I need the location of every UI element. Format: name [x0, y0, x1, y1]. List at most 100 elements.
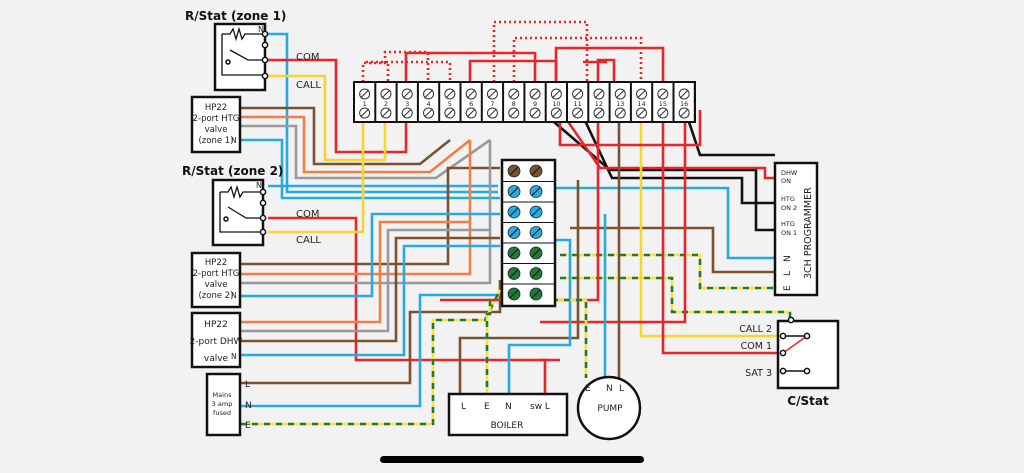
svg-text:N: N — [231, 291, 237, 300]
svg-text:CALL 2: CALL 2 — [739, 324, 772, 335]
rstat-1-n-label: N — [258, 25, 264, 34]
terminal-11: 11 — [568, 83, 588, 121]
screw-icon — [465, 107, 477, 119]
valve-dhw: HP22 2-port DHW valve N — [190, 311, 243, 369]
screw-icon — [508, 107, 520, 119]
terminal-number: 14 — [637, 100, 645, 108]
rstat-1-com-label: COM — [296, 52, 319, 63]
svg-text:HP22: HP22 — [204, 320, 228, 330]
terminal-number: 1 — [363, 100, 367, 108]
valve-zone-2: HP22 2-port HTG valve (zone 2) N — [190, 251, 242, 309]
svg-text:(zone 2): (zone 2) — [198, 291, 233, 301]
home-indicator-bar[interactable] — [380, 456, 644, 463]
terminal-13: 13 — [610, 83, 630, 121]
svg-text:HTG: HTG — [781, 220, 795, 228]
svg-text:N: N — [231, 352, 237, 361]
screw-icon — [465, 88, 477, 100]
switch-icon — [227, 206, 261, 219]
terminal-number: 11 — [574, 100, 582, 108]
junction-block — [500, 158, 557, 308]
terminal-1: 1 — [355, 83, 375, 121]
terminal-number: 2 — [384, 100, 388, 108]
screw-icon — [550, 88, 562, 100]
terminal-number: 8 — [512, 100, 516, 108]
terminal-number: 4 — [426, 100, 430, 108]
svg-text:valve: valve — [205, 280, 228, 290]
svg-text:ON 1: ON 1 — [781, 229, 797, 237]
svg-text:2-port HTG: 2-port HTG — [193, 269, 240, 279]
svg-text:N: N — [231, 136, 237, 145]
screw-icon — [529, 88, 541, 100]
terminal-6: 6 — [461, 83, 481, 121]
rstat-zone-2: R/Stat (zone 2) N COM CALL — [182, 164, 321, 247]
screw-icon — [593, 107, 605, 119]
screw-icon — [657, 88, 669, 100]
pump: E N L PUMP — [576, 375, 642, 441]
rstat-zone-1-title: R/Stat (zone 1) — [185, 9, 286, 23]
terminal-12: 12 — [589, 83, 609, 121]
terminal-number: 5 — [448, 100, 452, 108]
screw-icon — [636, 107, 648, 119]
screw-icon — [380, 88, 392, 100]
svg-text:N: N — [245, 401, 252, 411]
screw-icon — [550, 107, 562, 119]
svg-text:valve: valve — [205, 125, 228, 135]
terminal-7: 7 — [482, 83, 503, 121]
link-1-5 — [366, 60, 452, 82]
cylinder-stat: CALL 2 COM 1 SAT 3 C/Stat — [739, 316, 840, 408]
wires — [240, 20, 792, 426]
screw-icon — [423, 88, 435, 100]
svg-text:N: N — [606, 384, 613, 394]
svg-text:L: L — [461, 402, 466, 412]
svg-text:HP22: HP22 — [205, 258, 227, 268]
screw-icon — [572, 107, 584, 119]
terminal-3: 3 — [397, 83, 417, 121]
screw-icon — [657, 107, 669, 119]
heater-resistor-icon — [220, 184, 261, 200]
rstat-zone-1: R/Stat (zone 1) N COM CALL — [185, 9, 321, 92]
svg-text:E: E — [585, 384, 591, 394]
screw-icon — [614, 107, 626, 119]
screw-icon — [380, 107, 392, 119]
svg-text:SAT 3: SAT 3 — [745, 368, 772, 379]
svg-text:sw L: sw L — [530, 402, 550, 412]
terminal-number: 15 — [659, 100, 667, 108]
screw-icon — [529, 107, 541, 119]
svg-text:N: N — [256, 181, 262, 190]
terminal-number: 12 — [595, 100, 603, 108]
terminal-number: 10 — [552, 100, 560, 108]
svg-text:fused: fused — [213, 409, 231, 417]
svg-text:E: E — [783, 285, 793, 291]
screw-icon — [593, 88, 605, 100]
svg-text:valve: valve — [204, 354, 229, 364]
svg-text:DHW: DHW — [781, 169, 798, 177]
terminal-15: 15 — [653, 83, 673, 121]
terminal-5: 5 — [440, 83, 460, 121]
svg-text:2-port DHW: 2-port DHW — [190, 337, 243, 347]
screw-icon — [444, 107, 456, 119]
screw-icon — [486, 88, 498, 100]
programmer-title: 3CH PROGRAMMER — [803, 187, 814, 279]
screw-icon — [359, 88, 371, 100]
terminal-number: 6 — [469, 100, 473, 108]
screw-icon — [508, 88, 520, 100]
screw-icon — [359, 107, 371, 119]
mains-supply: Mains 3 amp fused L N E — [205, 372, 252, 437]
terminal-number: 9 — [533, 100, 537, 108]
svg-text:HTG: HTG — [781, 195, 795, 203]
svg-text:L: L — [245, 380, 250, 390]
boiler: L E N sw L BOILER — [447, 392, 569, 437]
terminal-16: 16 — [674, 83, 694, 121]
3ch-programmer: DHW ON HTG ON 2 HTG ON 1 N L E 3CH PROGR… — [773, 161, 819, 297]
svg-text:COM: COM — [296, 209, 319, 220]
svg-text:L: L — [783, 271, 793, 276]
svg-text:HP22: HP22 — [205, 103, 227, 113]
svg-text:BOILER: BOILER — [491, 421, 524, 431]
svg-text:ON: ON — [781, 177, 791, 185]
svg-text:E: E — [484, 402, 490, 412]
svg-text:N: N — [783, 255, 793, 262]
svg-text:COM 1: COM 1 — [741, 341, 772, 352]
screw-icon — [423, 107, 435, 119]
